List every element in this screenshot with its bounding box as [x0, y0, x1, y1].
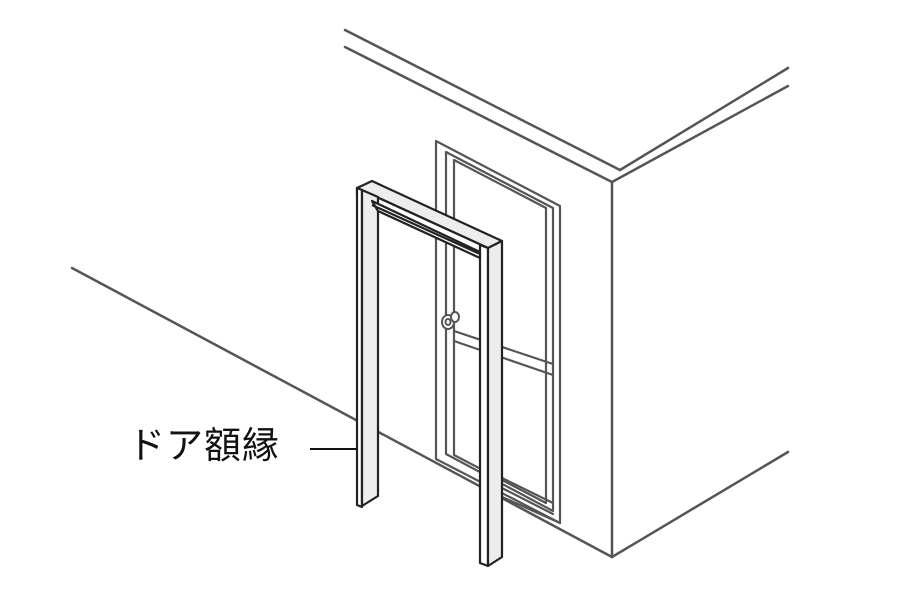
door-casing-inner [444, 150, 555, 513]
door-panel-line-2 [452, 339, 555, 377]
room-edges [70, 28, 790, 559]
door-bottom-line-1 [498, 475, 555, 505]
door-frame-casing [355, 179, 504, 568]
wall-door-outline [434, 139, 562, 525]
frame-top-lip-line [371, 203, 481, 256]
ceiling-edge-left-outer [343, 28, 622, 172]
floor-edge-right [610, 450, 790, 559]
floor-edge-left [70, 266, 614, 559]
door-bottom-line-3 [498, 494, 562, 525]
ceiling-edge-left-inner [343, 45, 614, 184]
door-leaf [452, 158, 548, 505]
frame-left-post-inner [360, 188, 380, 508]
door-panel-line-1 [452, 329, 555, 366]
ceiling-edge-right-outer [618, 66, 790, 172]
ceiling-edge-right-inner [610, 84, 790, 184]
door-bottom-line-2 [498, 485, 555, 516]
door-knob-icon [441, 311, 460, 330]
door-frame-label: ドア額縁 [128, 424, 280, 467]
frame-right-post-side [486, 239, 504, 568]
frame-right-post-front [478, 243, 490, 568]
